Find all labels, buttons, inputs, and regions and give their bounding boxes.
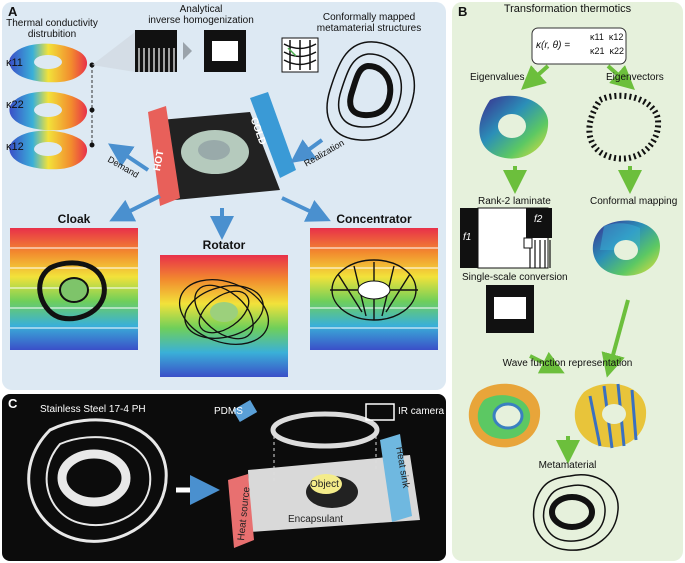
panel-a-letter: A xyxy=(8,4,18,19)
homogenization-cells xyxy=(92,30,319,73)
concentrator-plot xyxy=(310,228,438,350)
kappa22-label: κ22 xyxy=(6,99,24,111)
conformal-metamaterial xyxy=(326,41,416,141)
steel-label: Stainless Steel 17-4 PH xyxy=(40,404,146,415)
rotator-title: Rotator xyxy=(202,238,246,252)
concentrator-title: Concentrator xyxy=(336,212,412,226)
cloak-plot xyxy=(10,228,138,350)
cloak-title: Cloak xyxy=(57,212,91,226)
conformal-mapping-label: Conformal mapping xyxy=(590,196,678,207)
panel-a-arrows xyxy=(108,138,331,240)
kappa-matrix-row2: κ21 κ22 xyxy=(590,46,625,56)
kappa12-label: κ12 xyxy=(6,141,24,153)
eigenvectors-label: Eigenvectors xyxy=(606,72,664,83)
panel-b-graphics xyxy=(460,27,662,551)
kappa-matrix-row1: κ11 κ12 xyxy=(590,32,624,42)
encapsulant-label: Encapsulant xyxy=(288,514,344,525)
panel-c-graphics xyxy=(27,399,420,548)
panel-c-letter: C xyxy=(8,396,18,411)
single-scale-label: Single-scale conversion xyxy=(462,272,568,283)
metamaterial-label: Metamaterial xyxy=(538,460,597,471)
eigenvalues-label: Eigenvalues xyxy=(470,72,525,83)
kappa-distribution-blobs xyxy=(9,43,95,170)
f1-label: f1 xyxy=(463,232,472,243)
object-label: Object xyxy=(310,479,339,490)
rank2-label: Rank-2 laminate xyxy=(478,196,551,207)
pdms-label: PDMS xyxy=(214,406,243,417)
panel-b-letter: B xyxy=(458,4,468,19)
kappa-equation-lhs: κ(r, θ) = xyxy=(536,40,571,51)
transformation-title: Transformation thermotics xyxy=(503,3,632,15)
rotator-plot xyxy=(160,255,288,377)
hot-cold-device xyxy=(148,92,296,206)
f2-label: f2 xyxy=(534,214,543,225)
kappa11-label: κ11 xyxy=(6,57,23,69)
ir-camera-label: IR camera xyxy=(398,406,445,417)
wave-function-label: Wave function representation xyxy=(502,358,633,369)
